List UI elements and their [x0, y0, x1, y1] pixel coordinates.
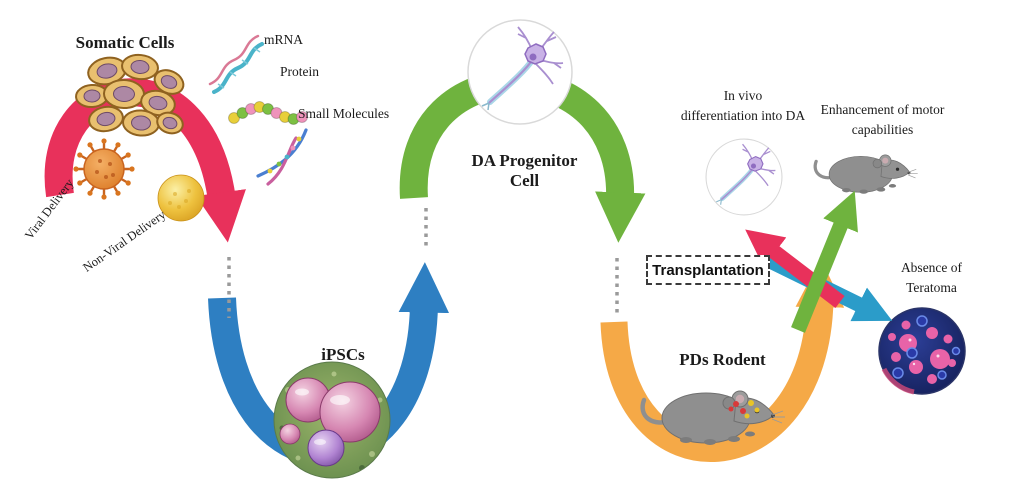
mrna-label: mRNA: [264, 32, 304, 47]
somatic-cells-image: [75, 53, 185, 137]
small-molecules-label: Small Molecules: [298, 106, 390, 121]
small-molecules-icon: [256, 128, 308, 186]
teratoma-line2: Teratoma: [906, 280, 957, 296]
mrna-icon: [208, 34, 264, 94]
da-progenitor-label: DA Progenitor Cell: [452, 151, 597, 190]
pds-rodent-arc-arrow: [600, 258, 845, 462]
invivo-neuron-image: [706, 139, 782, 215]
motor-line1: Enhancement of motor: [820, 102, 945, 117]
da-neuron-image: [468, 20, 572, 124]
da-differentiation-outcome-arrow: [745, 229, 845, 308]
teratoma-line1: Absence of: [900, 260, 963, 275]
virus-icon: [73, 138, 135, 200]
transplantation-box: Transplantation: [646, 255, 770, 285]
in-vivo-line2: differentiation into DA: [680, 108, 806, 124]
da-progenitor-line2: Cell: [509, 170, 540, 190]
absence-of-teratoma-label: Absence of Teratoma: [884, 258, 979, 299]
da-progenitor-line1: DA Progenitor: [471, 151, 578, 170]
pds-mouse-image: [643, 391, 785, 445]
healthy-mouse-image: [813, 153, 920, 196]
nanoparticle-icon: [157, 174, 205, 222]
ipscs-label: iPSCs: [321, 345, 365, 364]
motor-outcome-arrow: [791, 190, 858, 333]
ipsc-colony-image: [273, 361, 391, 479]
in-vivo-line1: In vivo: [723, 88, 763, 103]
protein-label: Protein: [280, 64, 319, 79]
motor-line2: capabilities: [851, 122, 914, 138]
somatic-cells-label: Somatic Cells: [75, 33, 175, 52]
motor-capabilities-label: Enhancement of motor capabilities: [800, 100, 965, 141]
protein-icon: [228, 101, 308, 125]
pds-rodent-label: PDs Rodent: [679, 350, 766, 369]
teratoma-image: [878, 307, 966, 395]
in-vivo-differentiation-label: In vivo differentiation into DA: [664, 86, 822, 127]
lesion-dots: [728, 400, 760, 419]
